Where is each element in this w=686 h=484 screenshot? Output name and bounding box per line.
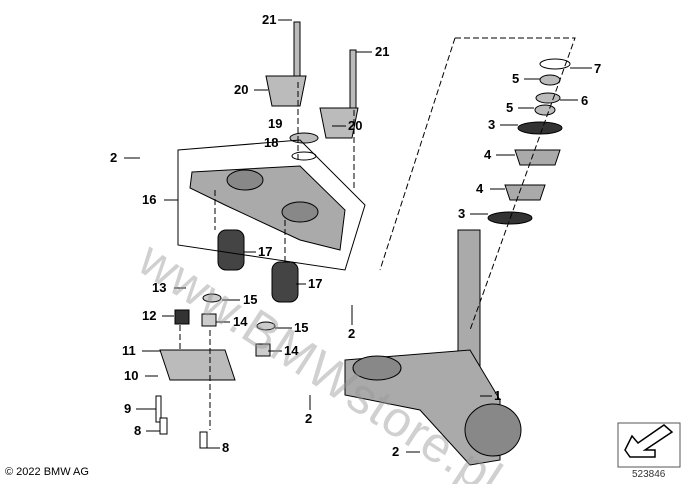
- callout-3: 3: [458, 206, 466, 221]
- callout-21: 21: [262, 12, 277, 27]
- callout-20: 20: [348, 118, 363, 133]
- bolt-21-left: [293, 21, 301, 83]
- copyright: © 2022 BMW AG: [5, 466, 89, 478]
- callout-18: 18: [264, 135, 279, 150]
- callout-9: 9: [124, 401, 132, 416]
- callout-2: 2: [392, 444, 400, 459]
- callout-11: 11: [122, 343, 136, 358]
- callout-16: 16: [142, 192, 157, 207]
- callout-14: 14: [233, 314, 248, 329]
- callout-3: 3: [488, 117, 496, 132]
- callout-2: 2: [348, 326, 356, 341]
- callout-2: 2: [110, 150, 118, 165]
- callout-15: 15: [294, 320, 309, 335]
- rubber-17-a: [217, 229, 245, 271]
- view-direction-icon: [617, 422, 681, 468]
- callout-5: 5: [512, 71, 520, 86]
- callout-21: 21: [375, 44, 390, 59]
- callout-17: 17: [308, 276, 323, 291]
- bolt-21-right: [349, 49, 357, 111]
- rubber-17-b: [271, 261, 299, 303]
- ring-18: [291, 151, 317, 161]
- callout-4: 4: [476, 181, 484, 196]
- callout-15: 15: [243, 292, 258, 307]
- callout-17: 17: [258, 244, 273, 259]
- callout-7: 7: [594, 61, 602, 76]
- callout-1: 1: [494, 388, 502, 403]
- callout-8: 8: [134, 423, 142, 438]
- callout-4: 4: [484, 147, 492, 162]
- clamp-20-left: [265, 75, 307, 107]
- diagram-number: 523846: [632, 469, 666, 480]
- callout-19: 19: [268, 116, 283, 131]
- callout-20: 20: [234, 82, 249, 97]
- callout-12: 12: [142, 308, 157, 323]
- callout-10: 10: [124, 368, 139, 383]
- callout-13: 13: [152, 280, 167, 295]
- bracket-11: [159, 349, 236, 381]
- callout-14: 14: [284, 343, 299, 358]
- callout-8: 8: [222, 440, 230, 455]
- callout-2: 2: [305, 411, 313, 426]
- callout-5: 5: [506, 100, 514, 115]
- upper-triple-clamp: [189, 165, 346, 251]
- callout-6: 6: [581, 93, 589, 108]
- washer-19: [289, 132, 319, 144]
- clamp-20-right: [319, 107, 359, 139]
